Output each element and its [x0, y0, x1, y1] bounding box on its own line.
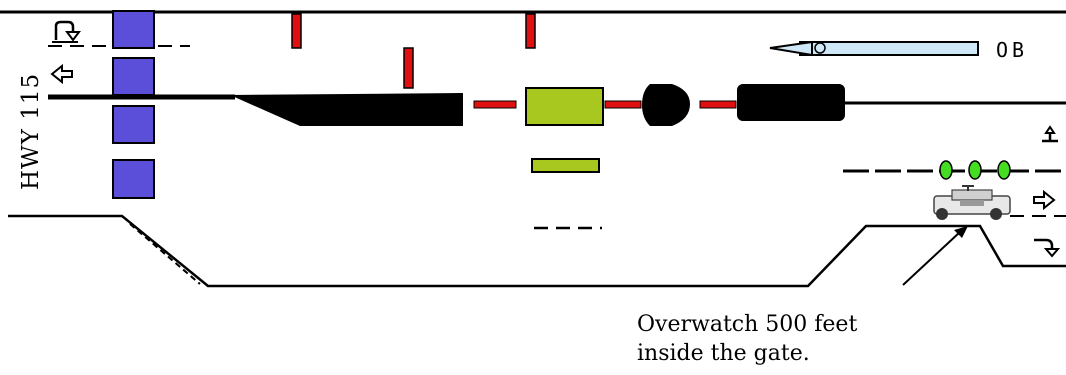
green-bar	[531, 158, 600, 173]
green-light-3	[997, 160, 1011, 180]
barrier-block-4	[112, 159, 155, 199]
road-wedge	[230, 93, 463, 126]
barrier-block-3	[112, 105, 155, 144]
black-round-vehicle	[642, 84, 690, 126]
left-arrow-icon	[50, 63, 73, 85]
red-marker-3	[403, 47, 414, 89]
caption-line-1: Overwatch 500 feet	[637, 312, 858, 337]
barrier-block-2	[112, 57, 155, 96]
overwatch-caption: Overwatch 500 feet inside the gate.	[637, 310, 857, 368]
dashed-diagonal	[129, 223, 201, 285]
right-arrow-icon	[1033, 189, 1056, 211]
red-dash-3	[699, 100, 737, 109]
red-dash-1	[473, 100, 517, 109]
u-turn-arrow-icon	[52, 20, 81, 43]
green-lights	[939, 160, 1011, 180]
green-light-2	[968, 160, 982, 180]
overwatch-vehicle-icon	[933, 185, 1011, 220]
ob-arrow-icon	[769, 40, 979, 57]
green-vehicle	[525, 87, 604, 126]
right-turn-arrow-icon	[1034, 238, 1061, 258]
highway-label: HWY 115	[18, 72, 44, 190]
lower-road-edge	[8, 214, 1066, 288]
pointer-arrowhead	[954, 226, 968, 238]
red-marker-1	[291, 13, 302, 49]
caption-line-2: inside the gate.	[637, 341, 810, 366]
red-dash-2	[604, 100, 642, 109]
ob-label: OB	[996, 38, 1029, 62]
barrier-block-1	[112, 10, 155, 49]
black-vehicle	[737, 84, 845, 121]
green-light-1	[939, 160, 953, 180]
pointer-line	[902, 231, 961, 286]
turn-arrow-icon	[1042, 125, 1058, 143]
red-marker-2	[525, 13, 536, 49]
